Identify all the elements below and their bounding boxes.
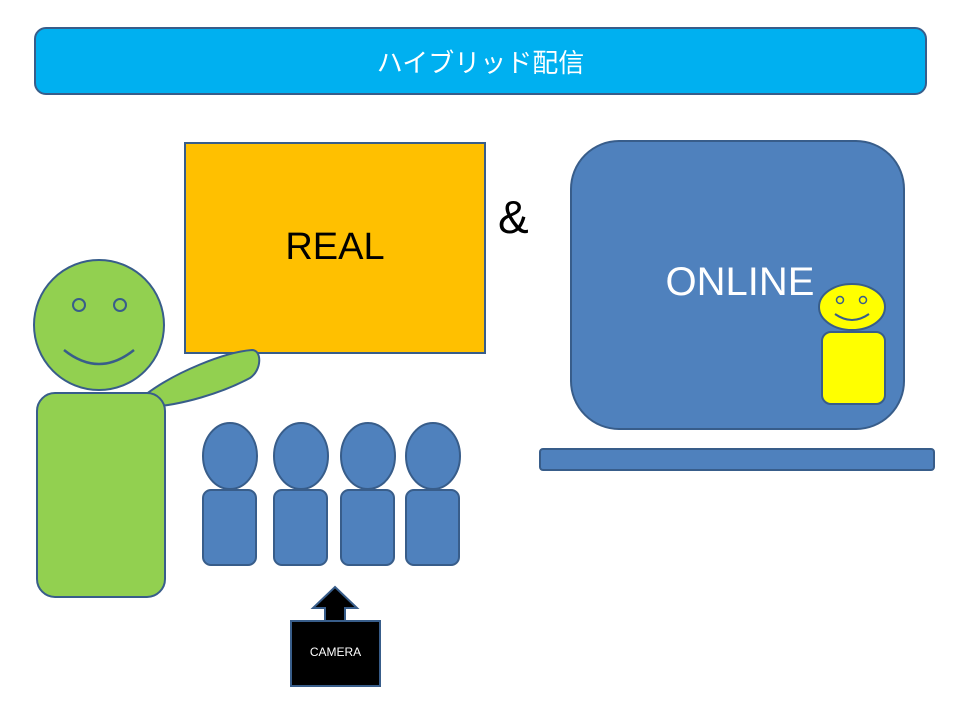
audience-member [405,422,461,566]
presenter [33,259,261,598]
remote-viewer-head [818,283,886,331]
ampersand-label: & [498,191,529,243]
laptop [539,140,935,471]
remote-viewer-eye-right [858,295,868,305]
real-label: REAL [285,226,385,268]
camera-label: CAMERA [309,645,362,659]
title-banner: ハイブリッド配信 [34,27,927,95]
presenter-eye-right [113,298,127,312]
laptop-base [539,448,935,471]
presenter-eye-left [72,298,86,312]
presenter-body [36,392,166,598]
remote-viewer-eye-left [835,295,845,305]
remote-viewer [818,283,886,405]
presenter-smile [63,349,135,366]
online-screen [570,140,905,430]
real-screen [184,142,486,354]
audience-member [202,422,258,566]
remote-viewer-body [821,331,886,405]
camera-box [290,620,381,687]
audience-member [340,422,396,566]
presenter-head [33,259,165,391]
audience-member [273,422,329,566]
camera [290,585,381,687]
arrow-up-icon [310,585,360,623]
title-text: ハイブリッド配信 [376,48,585,79]
remote-viewer-smile [834,313,870,321]
audience [202,422,461,566]
online-label: ONLINE [665,260,815,304]
